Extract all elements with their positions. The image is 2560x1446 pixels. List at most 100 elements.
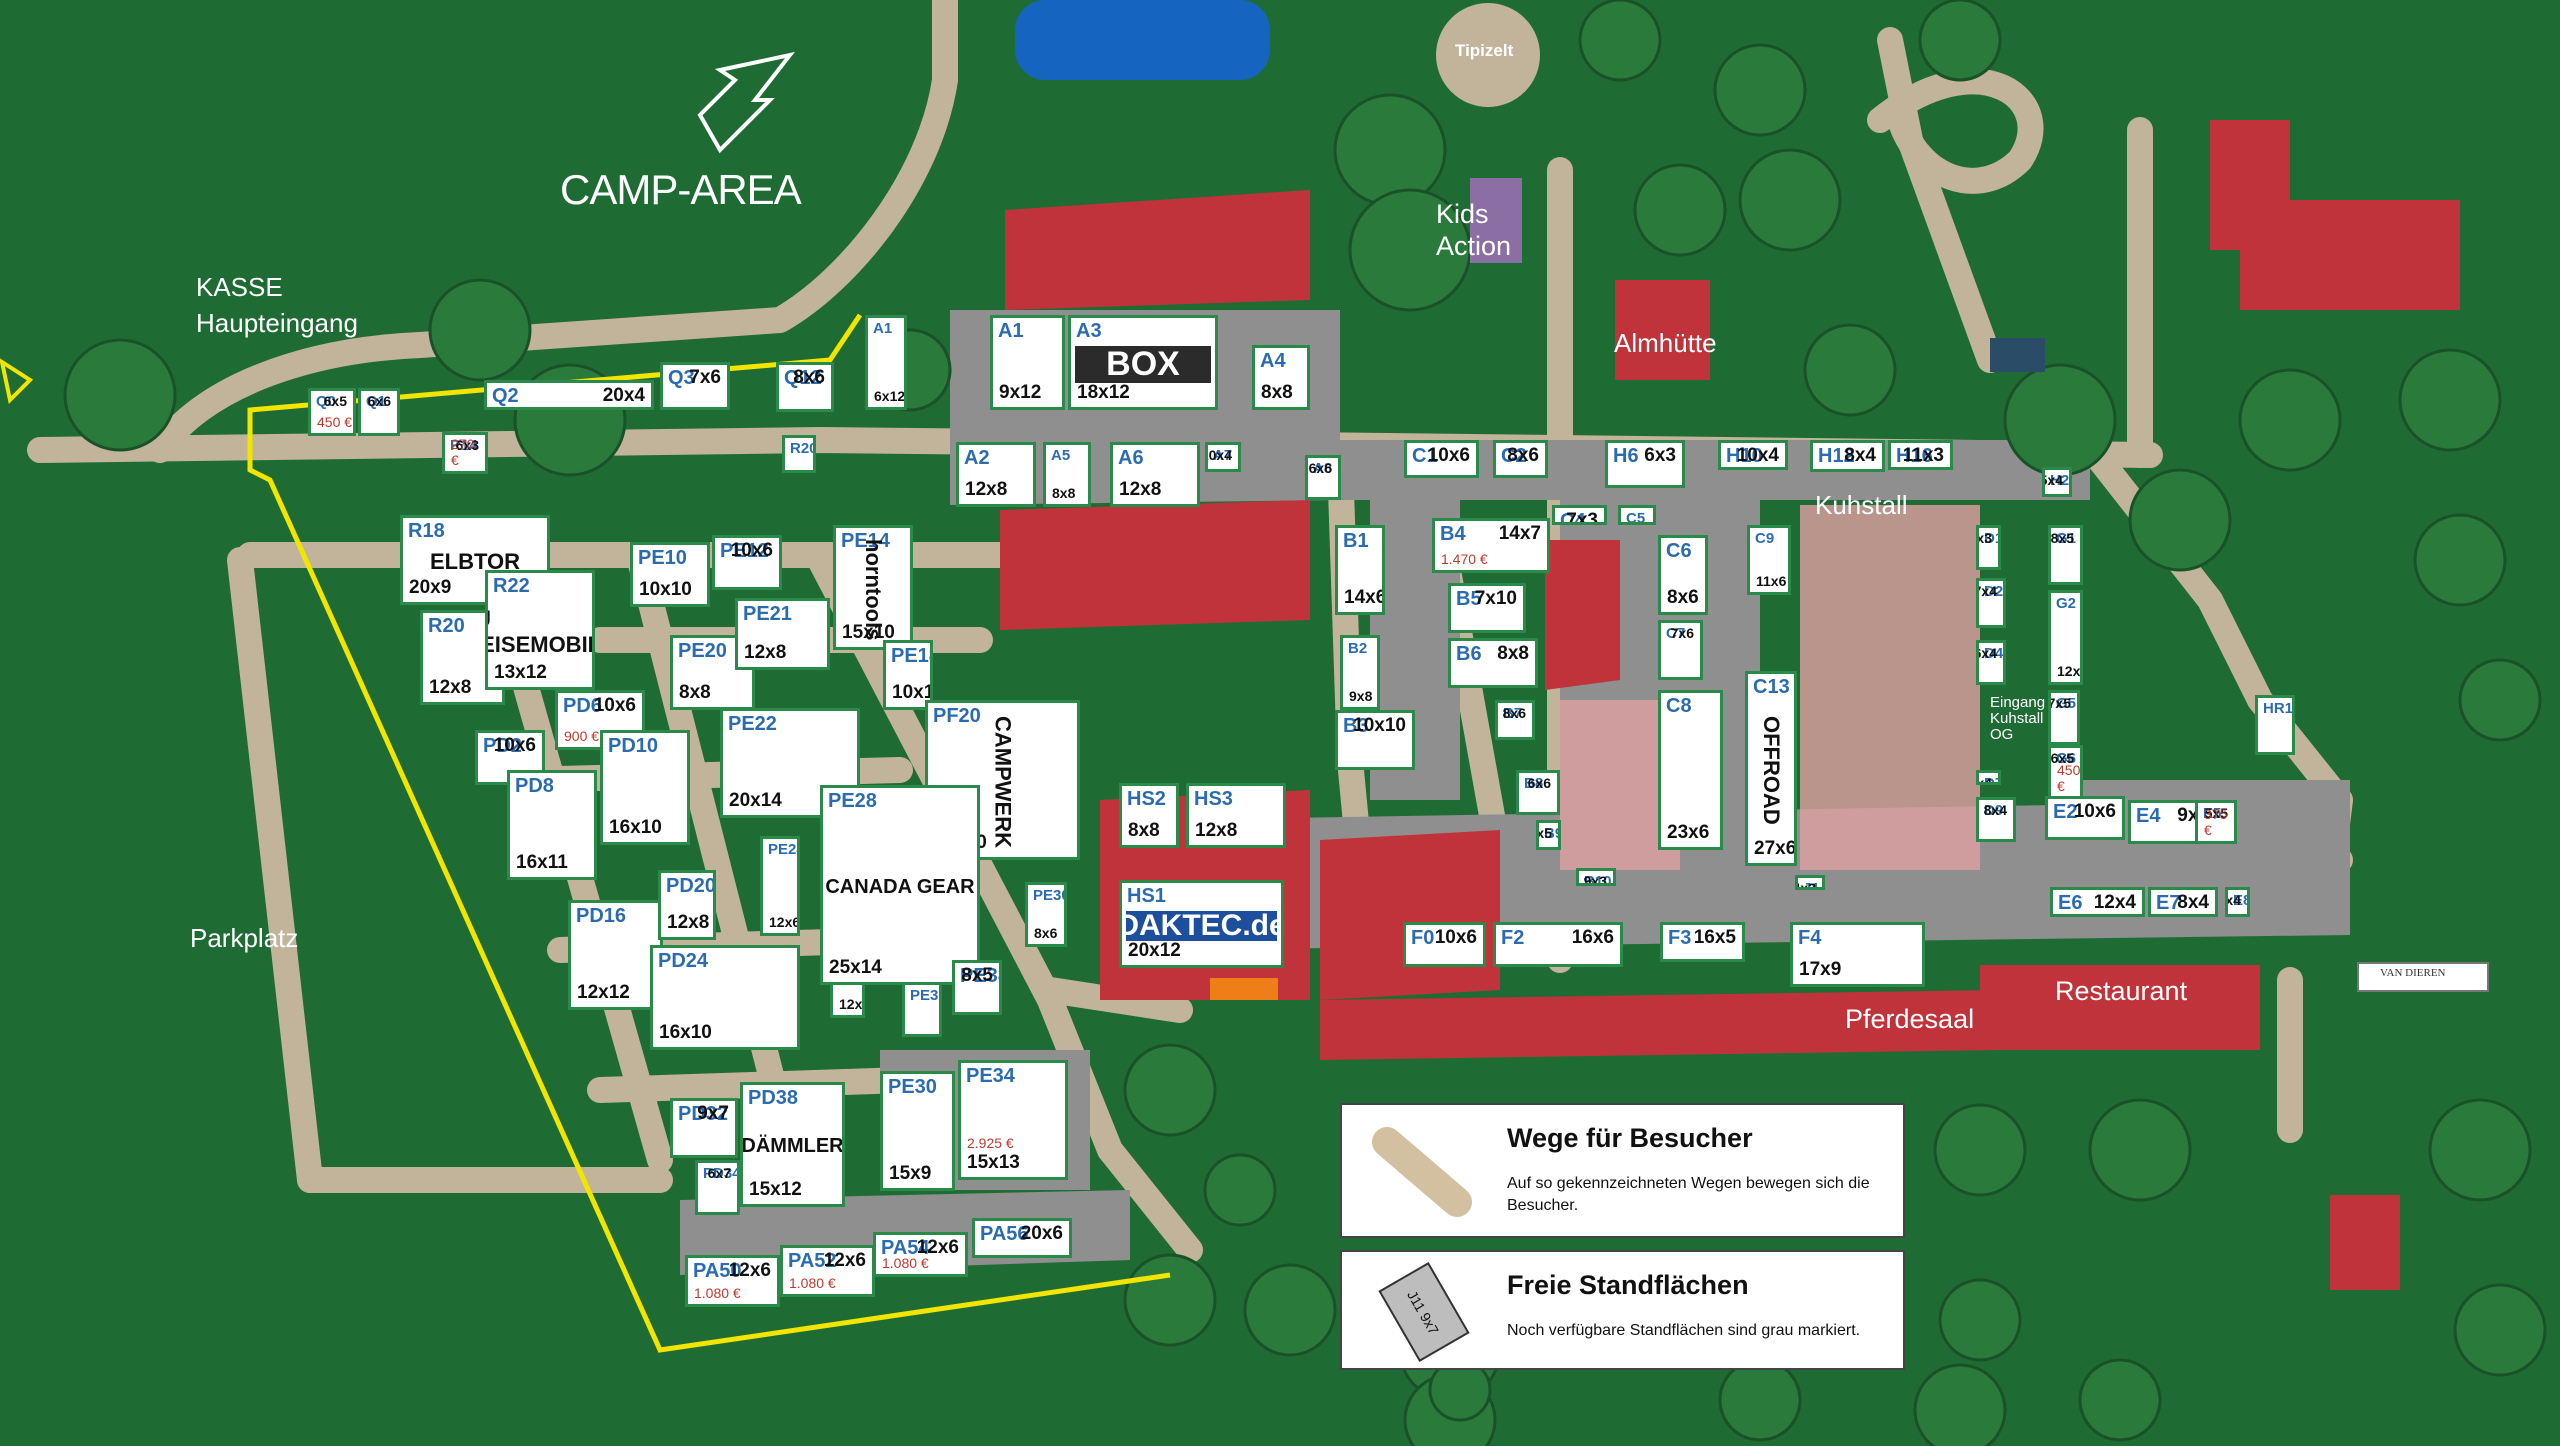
- stand-pe18[interactable]: PE1810x10: [883, 640, 933, 710]
- stand-pe38[interactable]: PE388x5: [952, 960, 1002, 1015]
- stand-size: 12x8: [965, 479, 1008, 500]
- stand-id: Q0: [316, 393, 337, 410]
- stand-d7[interactable]: D76x4: [1976, 770, 2001, 785]
- stand-r20[interactable]: R20: [782, 435, 816, 473]
- stand-id: H20: [2050, 472, 2070, 489]
- stand-r22[interactable]: R2213x12SJ REISEMOBILE: [485, 570, 595, 690]
- stand-d4[interactable]: D46x4: [1976, 640, 2006, 685]
- stand-b9[interactable]: B95x5: [1536, 820, 1561, 850]
- stand-h20[interactable]: H205x4: [2042, 467, 2072, 497]
- boundary-line: [247, 313, 1171, 1353]
- path-sample-icon: [1372, 1127, 1472, 1217]
- stand-d2[interactable]: D27x4: [1976, 578, 2006, 628]
- stand-id: PD20: [666, 875, 716, 897]
- stand-pe24[interactable]: PE2412x6: [760, 836, 800, 936]
- stand-c5[interactable]: C5: [1618, 505, 1656, 525]
- stand-g2[interactable]: G2 12x5: [2048, 590, 2083, 685]
- stand-e8[interactable]: E85x4: [2225, 887, 2250, 917]
- stand-id: G2: [2056, 595, 2077, 612]
- stand-hr10[interactable]: HR10: [2255, 695, 2295, 755]
- stand-id: H12: [1818, 445, 1855, 467]
- stand-pe36[interactable]: PE36: [902, 982, 942, 1037]
- stand-d1[interactable]: D16x3: [1976, 525, 2001, 570]
- stand-id: C6: [1666, 540, 1692, 562]
- stand-j1[interactable]: J14x3: [1795, 875, 1825, 890]
- stand-size: 12x5: [2057, 663, 2081, 679]
- stand-a7[interactable]: A710x4: [1205, 442, 1241, 472]
